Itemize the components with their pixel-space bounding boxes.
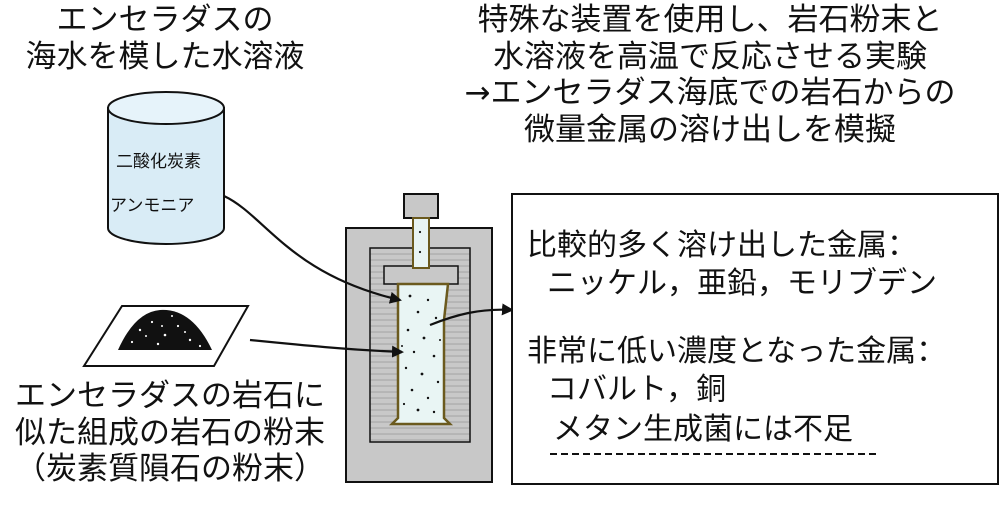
rock-powder-sheet [82,305,250,367]
arrow-seawater-to-device [223,195,402,304]
arrow-rock-to-device [249,338,404,358]
results-heading-high: 比較的多く溶け出した金属： [527,228,917,263]
experiment-line1: 特殊な装置を使用し、岩石粉末と [477,2,943,38]
co2-label: 二酸化炭素 [116,152,201,172]
rock-description: エンセラダスの岩石に 似た組成の岩石の粉末 （炭素質隕石の粉末） [0,378,340,488]
reaction-device [345,193,493,483]
seawater-title-line2: 海水を模した水溶液 [25,38,305,75]
arrow-device-to-results [429,303,514,327]
ammonia-label: アンモニア [110,196,195,216]
results-heading-low: 非常に低い濃度となった金属： [527,334,947,369]
results-metals-low: コバルト，銅 [547,372,727,407]
results-note: メタン生成菌には不足 [553,412,853,447]
rock-line2: 似た組成の岩石の粉末 [15,414,325,451]
experiment-line3: →エンセラダス海底での岩石からの [464,75,956,112]
seawater-title: エンセラダスの 海水を模した水溶液 [0,2,330,75]
seawater-title-line1: エンセラダスの [56,2,274,38]
results-metals-high: ニッケル，亜鉛，モリブデン [547,266,937,301]
seawater-cylinder [107,91,225,245]
experiment-line4: 微量金属の溶け出しを模擬 [524,111,896,148]
experiment-line2: 水溶液を高温で反応させる実験 [493,38,927,75]
results-box [511,193,999,485]
experiment-description: 特殊な装置を使用し、岩石粉末と 水溶液を高温で反応させる実験 →エンセラダス海底… [425,2,995,148]
rock-line3: （炭素質隕石の粉末） [15,451,325,488]
rock-line1: エンセラダスの岩石に [15,378,325,414]
